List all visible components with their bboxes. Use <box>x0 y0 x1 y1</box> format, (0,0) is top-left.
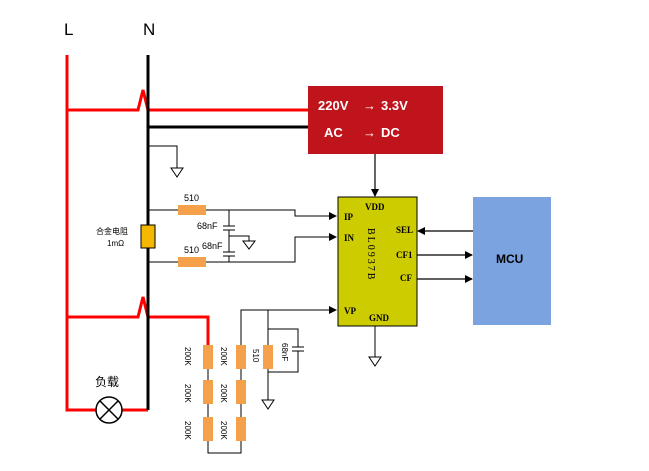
divider-label: 200K <box>219 347 228 366</box>
alloy-resistor-value: 1mΩ <box>107 239 124 248</box>
chip-name: BL0937B <box>365 228 376 281</box>
divider-label: 200K <box>183 347 192 366</box>
pin-cf1: CF1 <box>396 250 413 260</box>
divider-wiring <box>207 309 328 454</box>
divider-label: 200K <box>219 384 228 403</box>
live-wire <box>65 55 308 412</box>
neutral-wire <box>146 55 308 410</box>
pin-in: IN <box>344 233 355 243</box>
converter-input-voltage: 220V <box>318 98 349 113</box>
pin-sel: SEL <box>396 225 413 235</box>
ground-icon <box>148 145 184 178</box>
divider-resistor <box>203 380 213 404</box>
converter-input-type: AC <box>324 125 343 140</box>
resistor-in-label: 510 <box>184 245 199 255</box>
neutral-label: N <box>143 20 155 39</box>
converter-arrow-icon: → <box>363 98 376 113</box>
resistor-vp-label: 510 <box>251 349 260 363</box>
load-label: 负载 <box>95 375 119 389</box>
divider-resistor <box>203 345 213 369</box>
mcu-label: MCU <box>496 252 523 266</box>
divider-resistor <box>236 380 246 404</box>
converter-output-type: DC <box>381 125 400 140</box>
pin-ip: IP <box>344 212 354 222</box>
resistor-vp <box>263 345 273 369</box>
live-label: L <box>64 20 73 39</box>
alloy-resistor-label: 合金电阻 <box>96 226 128 236</box>
pin-vp: VP <box>344 306 356 316</box>
resistor-ip-label: 510 <box>184 193 199 203</box>
cap-in-label: 68nF <box>202 241 223 251</box>
resistor-ip <box>178 205 206 215</box>
alloy-shunt-resistor <box>140 224 156 249</box>
divider-label: 200K <box>219 421 228 440</box>
converter-arrow-icon: → <box>363 125 376 140</box>
load-lamp-icon <box>95 396 123 424</box>
cap-vp-label: 68nF <box>280 343 289 361</box>
cap-ip-label: 68nF <box>197 221 218 231</box>
divider-resistor <box>203 417 213 441</box>
ac-dc-converter <box>308 86 443 154</box>
mcu-block <box>473 197 551 325</box>
divider-label: 200K <box>183 421 192 440</box>
pin-cf: CF <box>400 273 412 283</box>
converter-output-voltage: 3.3V <box>381 98 408 113</box>
ground-icon <box>368 326 382 367</box>
pin-vdd: VDD <box>365 202 385 212</box>
divider-resistor <box>236 345 246 369</box>
sense-wiring <box>148 209 328 263</box>
divider-resistor <box>236 417 246 441</box>
pin-gnd: GND <box>369 313 390 323</box>
resistor-in <box>178 257 206 267</box>
bl0937b-chip <box>337 196 418 327</box>
divider-label: 200K <box>183 384 192 403</box>
